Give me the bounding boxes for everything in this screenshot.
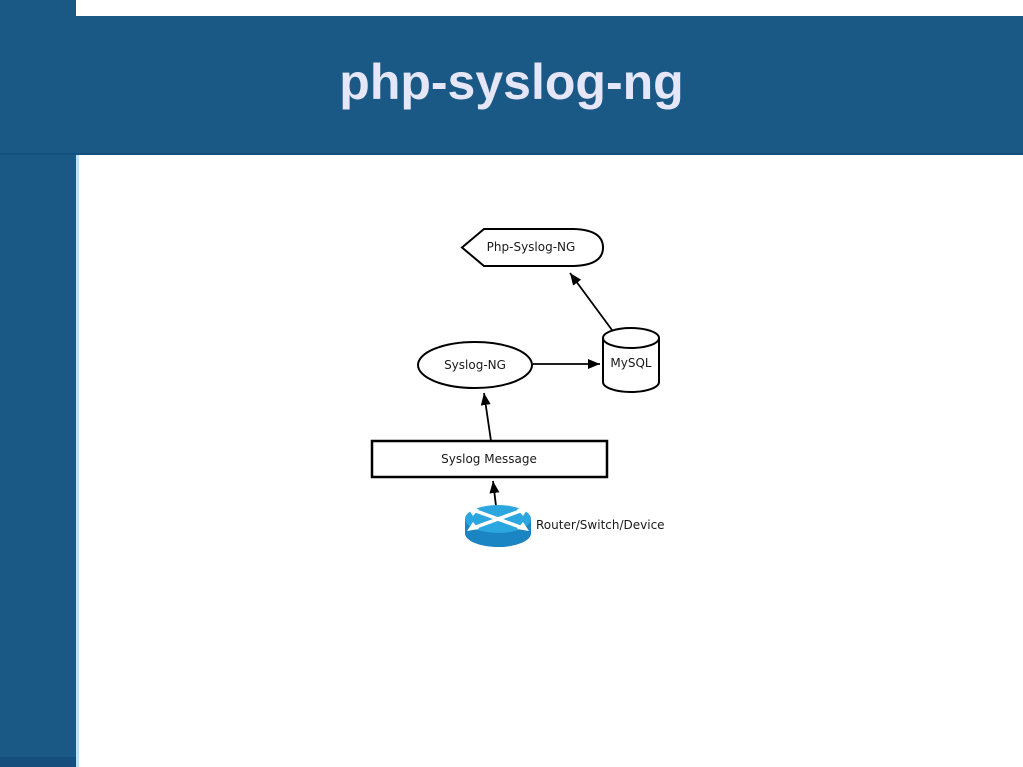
node-php-syslog-ng: Php-Syslog-NG bbox=[460, 228, 605, 267]
node-label-syslog-message: Syslog Message bbox=[441, 452, 537, 466]
node-syslog-ng: Syslog-NG bbox=[417, 341, 533, 389]
ellipse-shape bbox=[417, 341, 533, 389]
edge-router-to-syslog-message bbox=[489, 480, 500, 507]
diagram-edges bbox=[480, 272, 613, 507]
node-label-php-syslog-ng: Php-Syslog-NG bbox=[487, 240, 576, 254]
node-mysql: MySQL bbox=[602, 327, 660, 393]
router-crossed-arrows-icon bbox=[467, 507, 529, 531]
rectangle-shape bbox=[370, 439, 609, 479]
node-syslog-message: Syslog Message bbox=[370, 439, 609, 479]
title-band: php-syslog-ng bbox=[0, 16, 1023, 155]
cylinder-top bbox=[602, 327, 660, 349]
node-label-syslog-ng: Syslog-NG bbox=[444, 358, 506, 372]
node-router: Router/Switch/Device bbox=[465, 505, 665, 547]
node-label-router: Router/Switch/Device bbox=[536, 518, 665, 532]
left-strip-bottom-accent bbox=[0, 757, 76, 767]
cylinder-body bbox=[602, 338, 660, 393]
edge-mysql-to-php-syslog-ng bbox=[569, 272, 613, 331]
left-strip-light-edge bbox=[76, 155, 79, 767]
router-icon bbox=[465, 505, 531, 547]
node-label-mysql: MySQL bbox=[610, 356, 652, 370]
hexagon-shape bbox=[460, 228, 605, 267]
edge-syslog-message-to-syslog-ng bbox=[480, 392, 492, 442]
slide-title: php-syslog-ng bbox=[339, 53, 684, 110]
